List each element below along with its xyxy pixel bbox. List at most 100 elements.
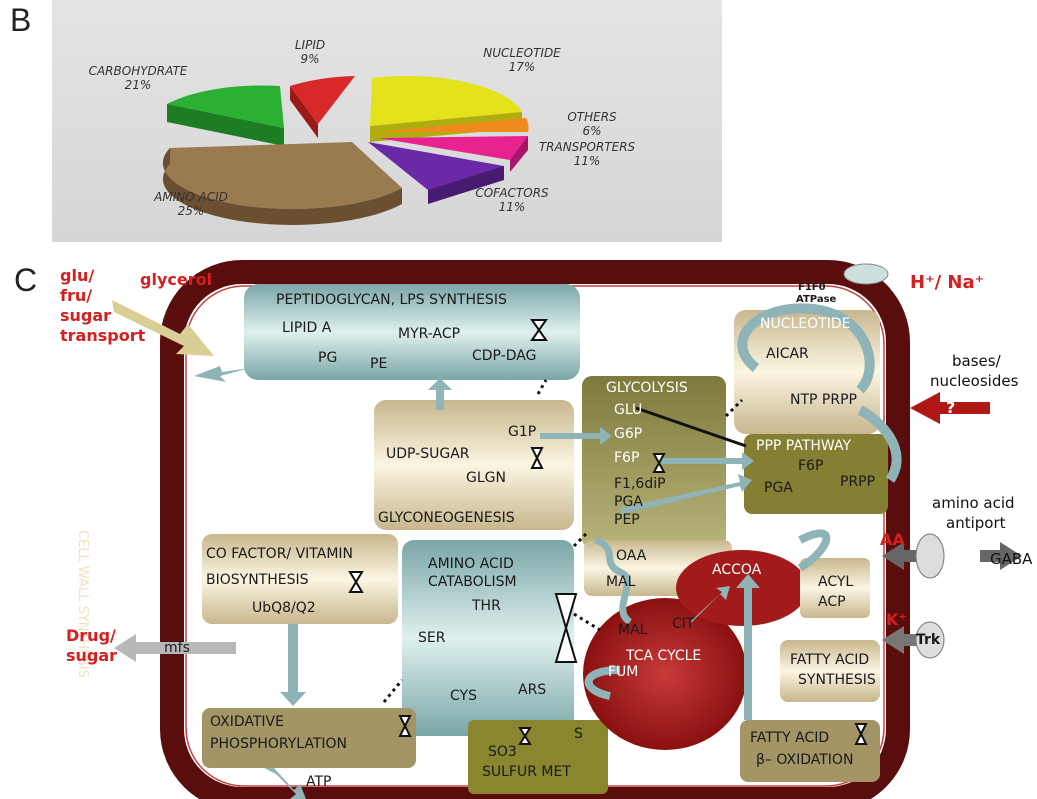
trk-channel-icon — [915, 621, 945, 659]
thr-label: THR — [472, 598, 501, 614]
pie-slice-carbohydrate-side — [167, 104, 284, 146]
acyl-acp-box — [800, 558, 870, 618]
so3-label: SO3 — [488, 744, 517, 760]
g1p-label: G1P — [508, 424, 537, 440]
fatty-acid-oxidation-title-1: FATTY ACID — [750, 730, 830, 746]
arrow-fum-loop — [584, 666, 621, 700]
glu-label: GLU — [614, 402, 643, 418]
cofactor-title-2: BIOSYNTHESIS — [206, 572, 309, 588]
aicar-label: AICAR — [766, 346, 809, 362]
arrow-mal-accoa — [690, 586, 730, 624]
glycerol-label: glycerol — [140, 270, 213, 289]
f1f0-label: F1F0 — [798, 282, 826, 293]
aa-antiport-label-2: antiport — [946, 514, 1006, 532]
gaba-label: GABA — [990, 550, 1033, 568]
cys-label: CYS — [450, 688, 477, 704]
unknown-transporter-label: ? — [946, 398, 956, 417]
cell-wall — [160, 260, 910, 799]
hourglass-icon — [518, 727, 532, 745]
hourglass-icon — [854, 723, 868, 745]
peptidoglycan-title: PEPTIDOGLYCAN, LPS SYNTHESIS — [276, 292, 507, 308]
gluconeogenesis-box — [374, 400, 574, 530]
oxphos-title-2: PHOSPHORYLATION — [210, 736, 348, 752]
atp-arrow — [264, 768, 306, 799]
ubq-label: UbQ8/Q2 — [252, 600, 316, 616]
antiport-channel-icon — [915, 533, 945, 579]
drug-label-2: sugar — [66, 646, 118, 665]
atp-label: ATP — [306, 774, 332, 790]
s-label: S — [574, 726, 583, 742]
hourglass-icons — [348, 319, 868, 745]
ppp-pga-label: PGA — [764, 480, 793, 496]
sulfur-met-label: SULFUR MET — [482, 764, 571, 780]
fum-label: FUM — [608, 664, 639, 680]
lipid-a-label: LIPID A — [282, 320, 332, 336]
hourglass-icon — [530, 319, 548, 341]
panel-c-letter: C — [14, 262, 38, 298]
bases-import-arrow — [910, 392, 990, 424]
glu-transporter-arrow — [112, 300, 214, 356]
bases-label-1: bases/ — [952, 352, 1001, 370]
peptidoglycan-box — [244, 284, 580, 380]
arrow-gluconeogenesis-up — [428, 378, 452, 410]
mal-label: MAL — [606, 574, 636, 590]
cit-label: CIT — [672, 616, 695, 632]
aa-catabolism-title-1: AMINO ACID — [428, 556, 514, 572]
hourglass-icon — [398, 715, 412, 737]
pie-slice-amino-acid-side — [162, 148, 402, 225]
bases-label-2: nucleosides — [930, 372, 1019, 390]
h-na-label: H⁺/ Na⁺ — [910, 272, 985, 293]
nucleotide-title: NUCLEOTIDE — [760, 316, 851, 332]
pie-slice-others — [378, 118, 529, 132]
pga-label: PGA — [614, 494, 643, 510]
pg-label: PG — [318, 350, 338, 366]
k-import-arrow — [882, 626, 940, 654]
pie-chart — [162, 75, 529, 225]
fatty-acid-synthesis-box — [780, 640, 880, 702]
tca-cycle-ellipse — [583, 598, 747, 750]
ntp-prpp-label: NTP PRPP — [790, 392, 857, 408]
dotted-link-aa-ox — [382, 679, 404, 703]
acyl-label: ACYL — [818, 574, 854, 590]
tca-cycle-label: TCA CYCLE — [626, 648, 702, 664]
drug-label-1: Drug/ — [66, 626, 116, 645]
trk-label: Trk — [916, 632, 941, 648]
fatty-acid-synthesis-title-2: SYNTHESIS — [798, 672, 876, 688]
ppp-prpp-label: PRPP — [840, 474, 876, 490]
pie-slice-amino-acid — [162, 142, 402, 209]
f16dip-label: F1,6diP — [614, 476, 666, 492]
glycolysis-box — [582, 376, 726, 548]
cell-diagram-graphics — [112, 260, 1022, 799]
g6p-label: G6P — [614, 426, 643, 442]
hourglass-icon — [652, 453, 666, 473]
glu-transport-label-1: glu/ — [60, 266, 95, 285]
pie-slice-lipid — [290, 76, 355, 124]
f6p-label: F6P — [614, 450, 640, 466]
pie-slice-nucleotide — [370, 75, 522, 126]
pie-slice-carbohydrate — [167, 85, 284, 128]
glu-transport-label-3: sugar — [60, 306, 112, 325]
dotted-link-cdp — [536, 379, 548, 395]
glyconeogenesis-title: GLYCONEOGENESIS — [378, 510, 515, 526]
accoa-label: ACCOA — [712, 562, 762, 578]
pie-slice-cofactors-side — [428, 166, 504, 204]
cofactor-box — [202, 534, 398, 624]
aa-catabolism-box — [402, 540, 574, 736]
fatty-acid-synthesis-title-1: FATTY ACID — [790, 652, 870, 668]
sulfur-box — [468, 720, 608, 794]
ppp-shunt-line — [635, 406, 747, 448]
aa-antiport-label-1: amino acid — [932, 494, 1015, 512]
hourglass-icon — [348, 571, 364, 593]
nucleotide-box — [734, 310, 880, 434]
arrow-cofactor-down — [280, 624, 306, 706]
dotted-link-aa-mal — [573, 612, 601, 632]
arrow-accoa-down — [736, 574, 760, 720]
hourglass-icon — [530, 447, 544, 469]
